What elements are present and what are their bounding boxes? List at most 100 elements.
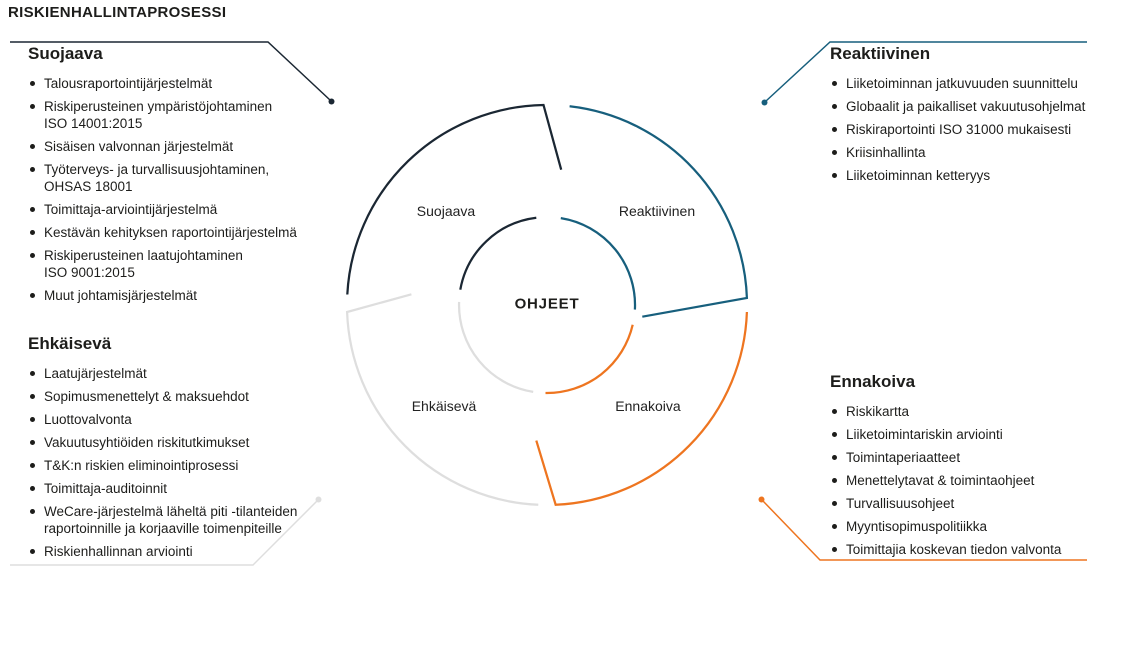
list-item: Laatujärjestelmät — [28, 365, 358, 382]
list-item-text: Toimittaja-arviointijärjestelmä — [44, 202, 218, 217]
list-item: WeCare-järjestelmä läheltä piti -tilante… — [28, 503, 358, 537]
list-item-text: Sopimusmenettelyt & maksuehdot — [44, 389, 249, 404]
bullet-dot-icon — [832, 127, 837, 132]
bullet-dot-icon — [30, 253, 35, 258]
ring-label-ennakoiva: Ennakoiva — [615, 398, 681, 414]
bullet-dot-icon — [30, 207, 35, 212]
list-item-text: Globaalit ja paikalliset vakuutusohjelma… — [846, 99, 1086, 114]
list-item-text: Kestävän kehityksen raportointijärjestel… — [44, 225, 297, 240]
list-item: Liiketoimintariskin arviointi — [830, 426, 1126, 443]
bullet-dot-icon — [30, 293, 35, 298]
list-item-text: Riskikartta — [846, 404, 910, 419]
list-item: Riskikartta — [830, 403, 1126, 420]
list-item-text: Talousraportointijärjestelmät — [44, 76, 213, 91]
list-item-text: Toimintaperiaatteet — [846, 450, 961, 465]
bullet-dot-icon — [30, 486, 35, 491]
bullet-dot-icon — [30, 440, 35, 445]
bullet-dot-icon — [30, 230, 35, 235]
list-item: Myyntisopimuspolitiikka — [830, 518, 1126, 535]
list-item-text: Riskiperusteinen laatujohtaminen ISO 900… — [44, 248, 243, 280]
list-item-text: Liiketoiminnan ketteryys — [846, 168, 991, 183]
bullet-dot-icon — [832, 455, 837, 460]
segment-suojaava-outer-arc — [346, 103, 563, 295]
list-item: Globaalit ja paikalliset vakuutusohjelma… — [830, 98, 1126, 115]
list-item: Turvallisuusohjeet — [830, 495, 1126, 512]
bullet-dot-icon — [30, 81, 35, 86]
panel-reaktiivinen-heading: Reaktiivinen — [830, 44, 931, 63]
panel-ehkaiseva-heading: Ehkäisevä — [28, 334, 112, 353]
list-item: Riskiperusteinen ympäristöjohtaminen ISO… — [28, 98, 358, 132]
list-item: Riskiperusteinen laatujohtaminen ISO 900… — [28, 247, 358, 281]
bullet-dot-icon — [832, 547, 837, 552]
list-item: Työterveys- ja turvallisuusjohtaminen, O… — [28, 161, 358, 195]
wheel-center-label: OHJEET — [514, 295, 580, 313]
list-item: Sisäisen valvonnan järjestelmät — [28, 138, 358, 155]
ring-label-ehkaiseva: Ehkäisevä — [411, 398, 477, 414]
list-item: Talousraportointijärjestelmät — [28, 75, 358, 92]
list-item-text: Toimittaja-auditoinnit — [44, 481, 168, 496]
bullet-dot-icon — [832, 104, 837, 109]
bullet-dot-icon — [832, 173, 837, 178]
list-item: Toimittajia koskevan tiedon valvonta — [830, 541, 1126, 558]
list-item: Kriisinhallinta — [830, 144, 1126, 161]
bullet-dot-icon — [30, 144, 35, 149]
list-item-text: Myyntisopimuspolitiikka — [846, 519, 988, 534]
bullet-dot-icon — [30, 417, 35, 422]
list-item: Riskienhallinnan arviointi — [28, 543, 358, 560]
segment-suojaava-inner-arc — [459, 216, 537, 290]
list-item-text: Vakuutusyhtiöiden riskitutkimukset — [44, 435, 250, 450]
panel-reaktiivinen: Reaktiivinen Liiketoiminnan jatkuvuuden … — [830, 44, 1126, 190]
list-item-text: Liiketoimintariskin arviointi — [846, 427, 1003, 442]
bullet-dot-icon — [30, 509, 35, 514]
list-item: Riskiraportointi ISO 31000 mukaisesti — [830, 121, 1126, 138]
bullet-dot-icon — [832, 478, 837, 483]
list-item-text: Menettelytavat & toimintaohjeet — [846, 473, 1035, 488]
list-item-text: Laatujärjestelmät — [44, 366, 147, 381]
list-item: Luottovalvonta — [28, 411, 358, 428]
list-item: Toimittaja-auditoinnit — [28, 480, 358, 497]
list-item-text: Toimittajia koskevan tiedon valvonta — [846, 542, 1062, 557]
bullet-dot-icon — [832, 501, 837, 506]
bullet-dot-icon — [30, 549, 35, 554]
ring-label-suojaava: Suojaava — [416, 203, 476, 219]
list-item-text: T&K:n riskien eliminointiprosessi — [44, 458, 239, 473]
list-item-text: Riskiraportointi ISO 31000 mukaisesti — [846, 122, 1072, 137]
list-item: Toimittaja-arviointijärjestelmä — [28, 201, 358, 218]
list-item-text: WeCare-järjestelmä läheltä piti -tilante… — [44, 504, 298, 536]
panel-ennakoiva-heading: Ennakoiva — [830, 372, 916, 391]
list-item-text: Luottovalvonta — [44, 412, 132, 427]
bullet-dot-icon — [30, 394, 35, 399]
bullet-dot-icon — [30, 371, 35, 376]
bullet-dot-icon — [30, 167, 35, 172]
list-item: Kestävän kehityksen raportointijärjestel… — [28, 224, 358, 241]
bullet-dot-icon — [30, 463, 35, 468]
ring-label-reaktiivinen: Reaktiivinen — [618, 203, 696, 219]
bullet-dot-icon — [30, 104, 35, 109]
segment-ennakoiva-inner-arc — [545, 324, 634, 395]
segment-ehkaiseva-inner-arc — [457, 301, 534, 394]
list-item-text: Sisäisen valvonnan järjestelmät — [44, 139, 234, 154]
list-item-text: Turvallisuusohjeet — [846, 496, 955, 511]
list-item: T&K:n riskien eliminointiprosessi — [28, 457, 358, 474]
bullet-dot-icon — [832, 409, 837, 414]
bullet-dot-icon — [832, 150, 837, 155]
list-item: Vakuutusyhtiöiden riskitutkimukset — [28, 434, 358, 451]
connector-dot-ennakoiva — [758, 496, 765, 503]
connector-dot-reaktiivinen — [761, 99, 768, 106]
list-item-text: Liiketoiminnan jatkuvuuden suunnittelu — [846, 76, 1078, 91]
page-title: RISKIENHALLINTAPROSESSI — [8, 4, 227, 21]
bullet-dot-icon — [832, 432, 837, 437]
list-item: Liiketoiminnan jatkuvuuden suunnittelu — [830, 75, 1126, 92]
list-item-text: Riskienhallinnan arviointi — [44, 544, 193, 559]
bullet-dot-icon — [832, 81, 837, 86]
list-item: Sopimusmenettelyt & maksuehdot — [28, 388, 358, 405]
list-item: Menettelytavat & toimintaohjeet — [830, 472, 1126, 489]
list-item: Liiketoiminnan ketteryys — [830, 167, 1126, 184]
